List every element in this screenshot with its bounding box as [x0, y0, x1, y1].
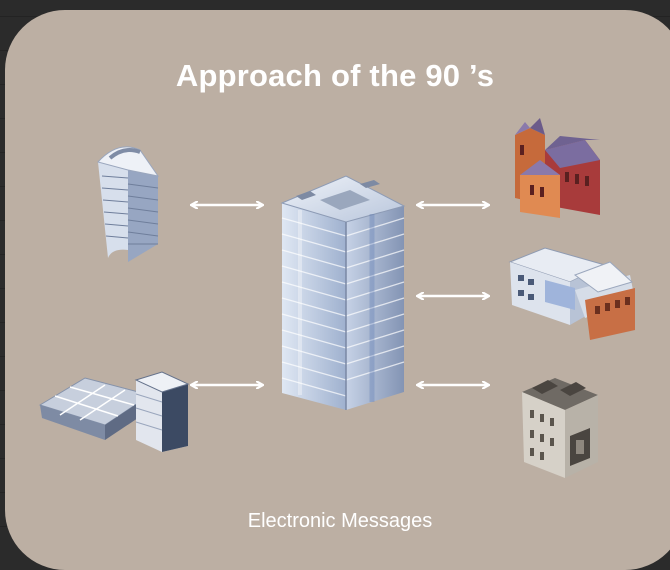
double-arrow-icon: [192, 205, 488, 385]
diagram-title: Approach of the 90 ’s: [175, 58, 495, 93]
low-office-building-icon: [38, 371, 190, 452]
office-tower-icon: [280, 175, 406, 410]
campus-building-icon: [508, 247, 635, 340]
church-icon: [515, 118, 600, 218]
stone-building-icon: [522, 378, 598, 478]
diagram-caption: Electronic Messages: [247, 510, 433, 532]
curved-office-tower-icon: [97, 146, 160, 262]
